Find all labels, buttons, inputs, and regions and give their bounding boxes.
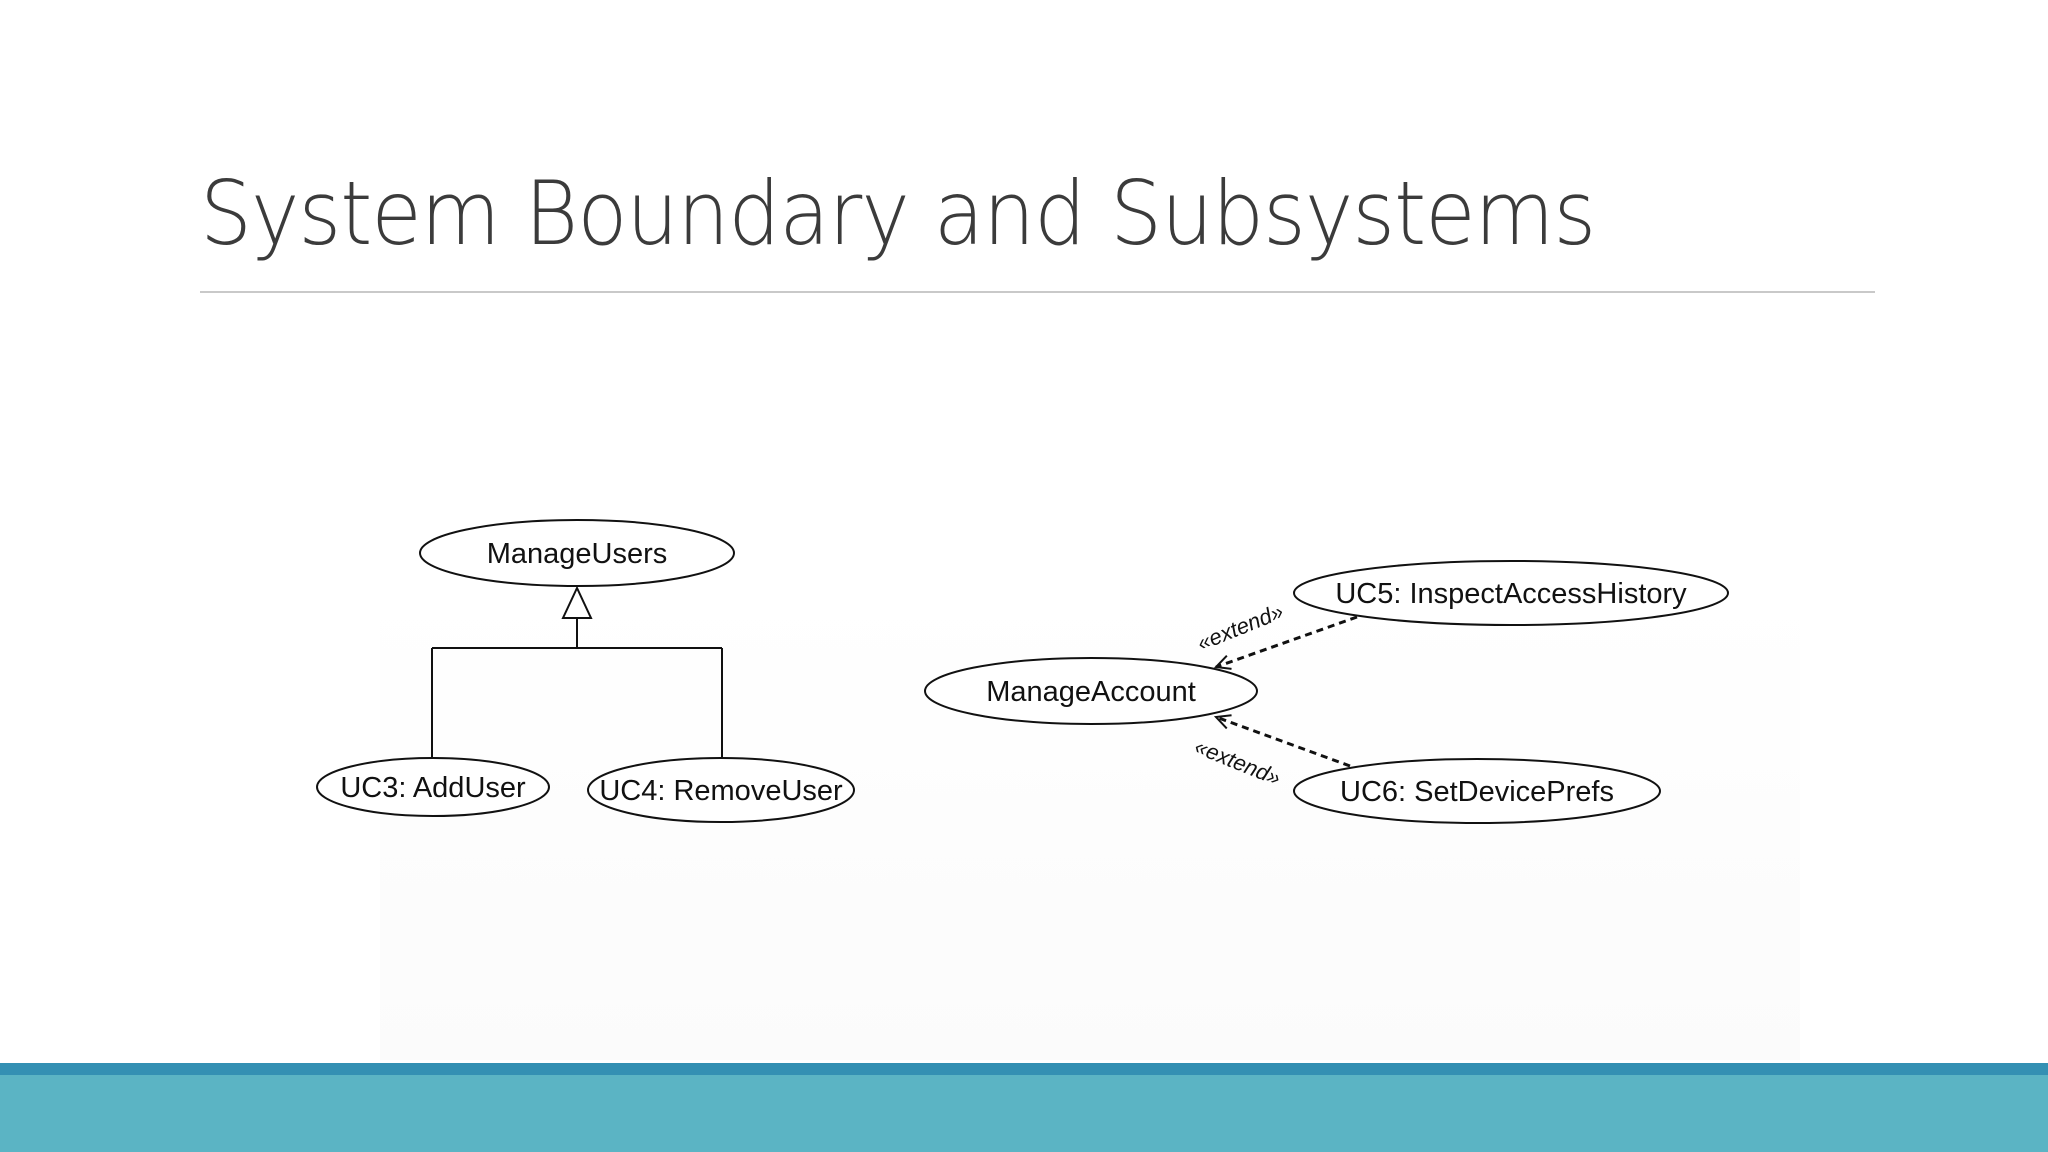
title-divider <box>200 291 1875 293</box>
use-case-label: ManageUsers <box>487 538 668 570</box>
slide-title: System Boundary and Subsystems <box>200 162 1596 265</box>
use-case-manage-account: ManageAccount <box>924 657 1258 725</box>
use-case-label: UC3: AddUser <box>340 772 526 804</box>
use-case-remove-user: UC4: RemoveUser <box>587 757 855 823</box>
use-case-label: UC6: SetDevicePrefs <box>1340 776 1614 808</box>
use-case-inspect-access-history: UC5: InspectAccessHistory <box>1293 560 1729 626</box>
use-case-add-user: UC3: AddUser <box>316 757 550 817</box>
use-case-label: ManageAccount <box>986 676 1196 708</box>
extend-stereotype-label: «extend» <box>1191 733 1284 790</box>
generalization-connector <box>431 585 723 759</box>
use-case-set-device-prefs: UC6: SetDevicePrefs <box>1293 758 1661 824</box>
footer-accent-line <box>0 1063 2048 1075</box>
use-case-manage-users: ManageUsers <box>419 519 735 587</box>
use-case-label: UC5: InspectAccessHistory <box>1335 578 1687 610</box>
generalization-triangle-icon <box>561 585 593 619</box>
footer-band <box>0 1075 2048 1152</box>
use-case-label: UC4: RemoveUser <box>599 775 843 807</box>
